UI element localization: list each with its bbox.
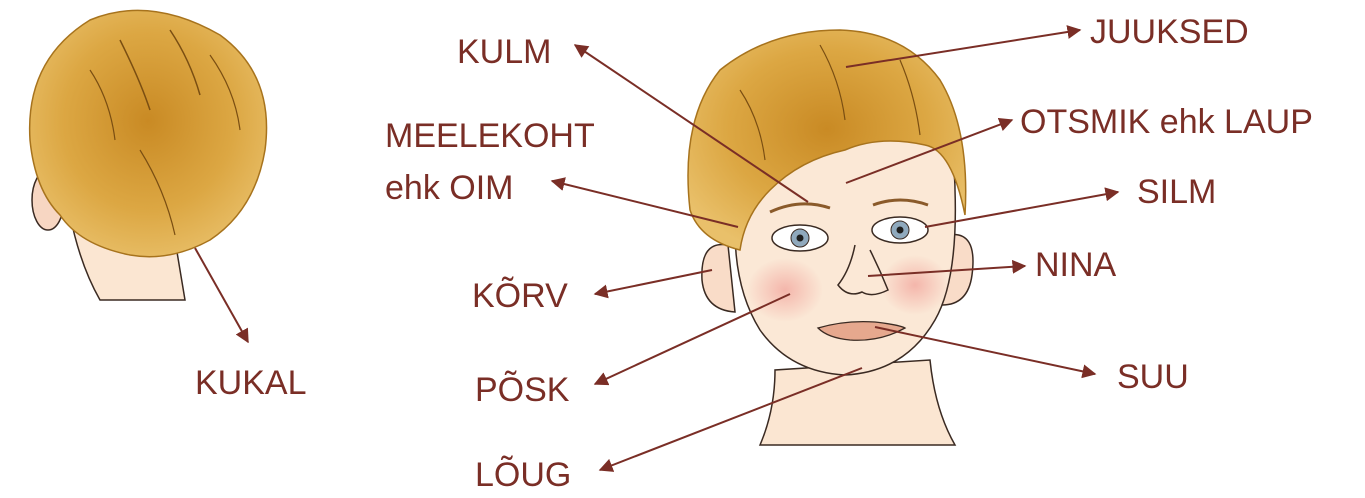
label-juuksed: JUUKSED bbox=[1090, 12, 1249, 52]
label-kulm: KULM bbox=[457, 32, 551, 72]
label-kukal: KUKAL bbox=[195, 363, 307, 403]
arrow-kukal bbox=[195, 248, 248, 342]
pointer-arrows bbox=[195, 30, 1118, 470]
label-korv: KÕRV bbox=[472, 276, 568, 316]
label-meelekoht-line2: ehk OIM bbox=[385, 168, 513, 208]
label-suu: SUU bbox=[1117, 357, 1189, 397]
arrow-korv bbox=[595, 270, 712, 294]
label-otsmik: OTSMIK ehk LAUP bbox=[1020, 102, 1313, 142]
label-silm: SILM bbox=[1137, 172, 1216, 212]
label-posk: PÕSK bbox=[475, 370, 569, 410]
label-meelekoht-line1: MEELEKOHT bbox=[385, 116, 595, 156]
label-loug: LÕUG bbox=[475, 455, 571, 495]
label-nina: NINA bbox=[1035, 245, 1116, 285]
arrow-posk bbox=[595, 294, 790, 384]
back-of-head-drawing bbox=[30, 10, 267, 300]
face-drawing bbox=[688, 30, 973, 445]
